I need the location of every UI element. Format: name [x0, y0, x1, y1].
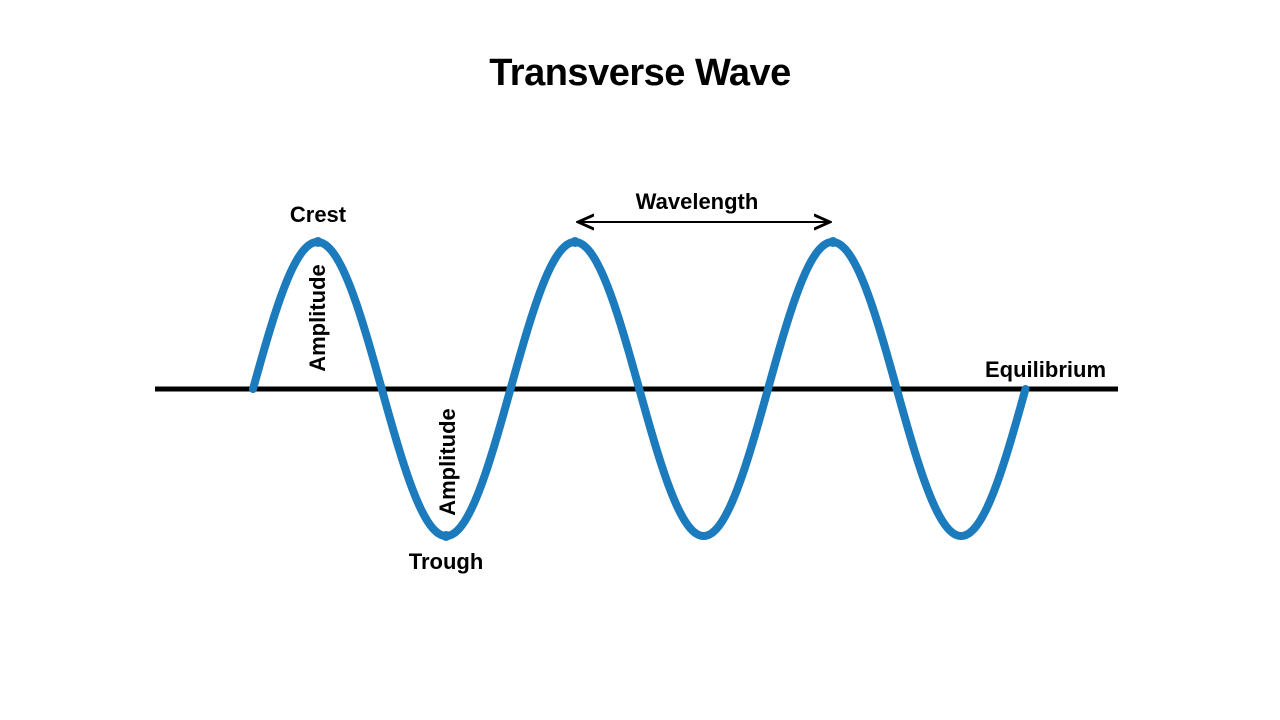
crest-label: Crest: [290, 202, 347, 227]
page-title: Transverse Wave: [489, 52, 791, 94]
amplitude-label-upper: Amplitude: [305, 264, 330, 372]
crest-point: [828, 237, 838, 247]
wave-curve: [249, 237, 1030, 541]
equilibrium-label: Equilibrium: [985, 357, 1106, 382]
trough-label: Trough: [409, 549, 484, 574]
trough-point: [441, 531, 451, 541]
wavelength-label: Wavelength: [636, 189, 759, 214]
crest-point: [570, 237, 580, 247]
crest-point: [313, 237, 323, 247]
amplitude-label-lower: Amplitude: [435, 408, 460, 516]
